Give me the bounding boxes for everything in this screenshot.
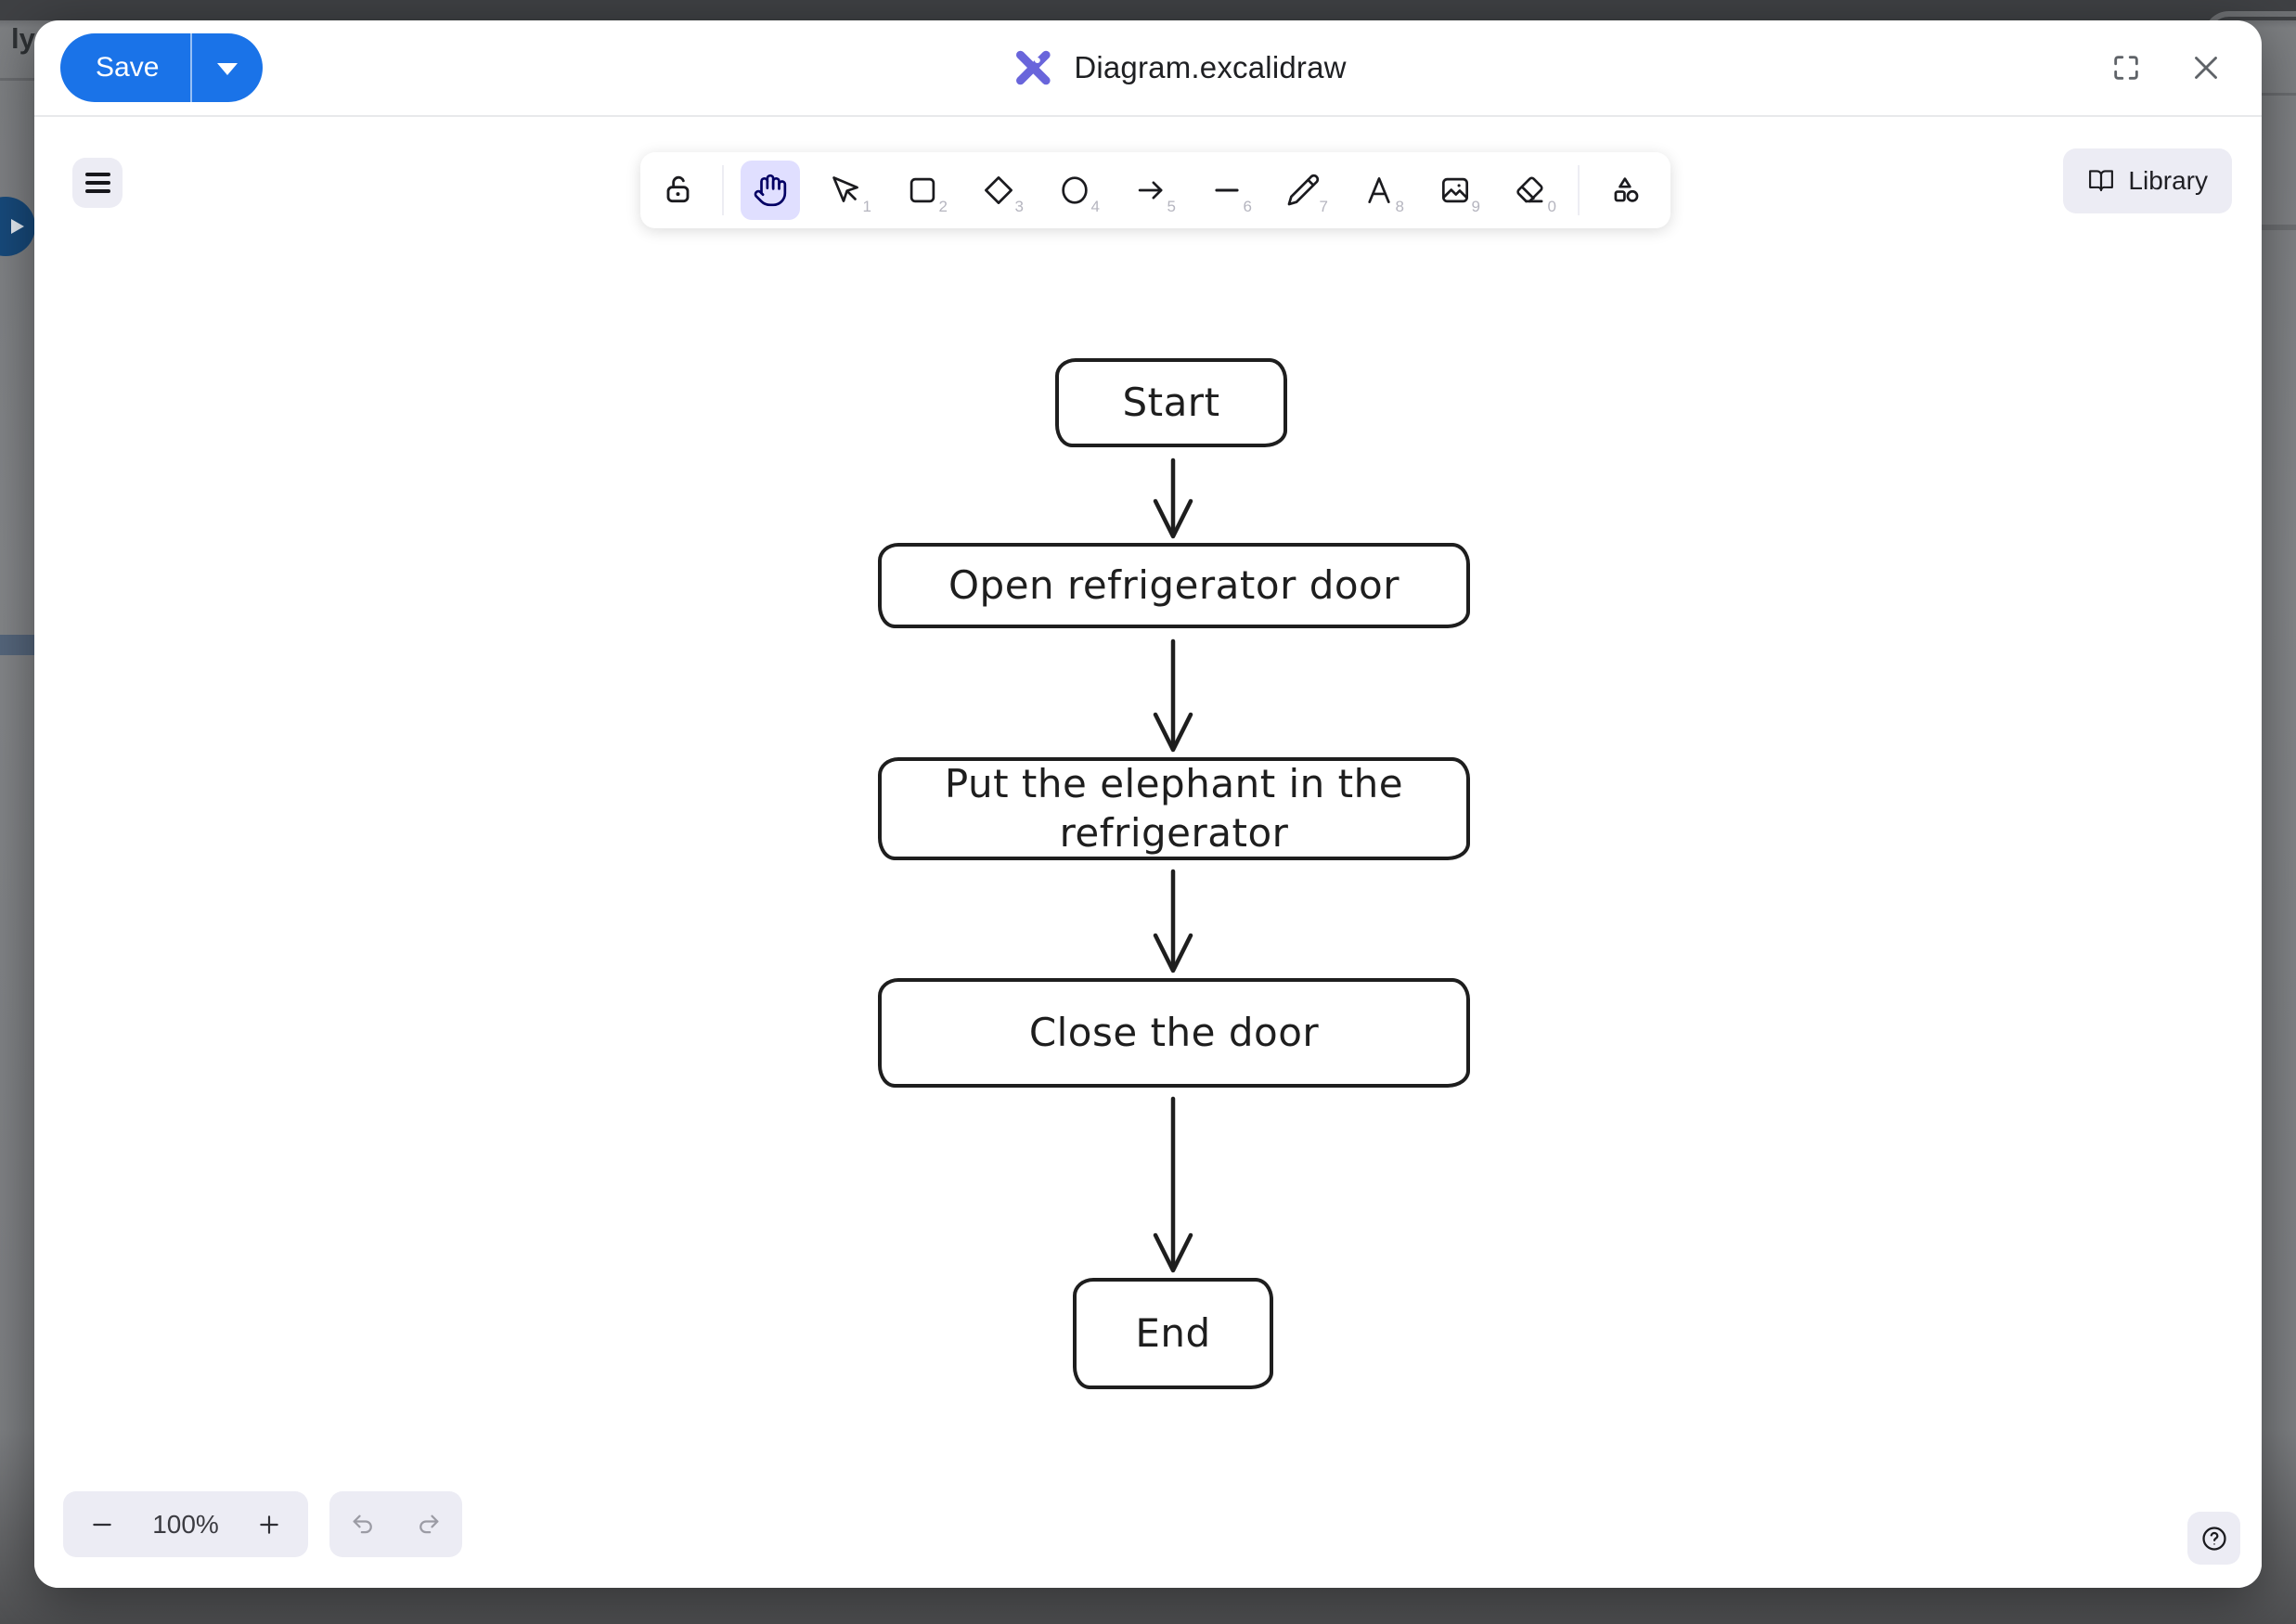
book-icon <box>2089 170 2114 192</box>
zoom-control: 100% <box>63 1491 308 1557</box>
tool-text[interactable]: 8 <box>1349 161 1409 220</box>
flow-node-start[interactable]: Start <box>1055 358 1287 447</box>
undo-redo-control <box>329 1491 462 1557</box>
menu-icon <box>84 173 110 176</box>
image-icon <box>1441 177 1469 203</box>
excalidraw-logo-icon <box>1016 50 1051 85</box>
tool-shortcut: 1 <box>862 198 871 215</box>
line-icon <box>1215 188 1239 192</box>
caret-down-icon <box>217 63 239 76</box>
background-band-fragment <box>0 635 37 655</box>
shapes-icon <box>1614 177 1639 202</box>
flow-node-close-door[interactable]: Close the door <box>878 978 1470 1088</box>
tool-image[interactable]: 9 <box>1425 161 1485 220</box>
excalidraw-editor-modal: Save Diagram.excalidraw <box>34 20 2262 1588</box>
tool-eraser[interactable]: 0 <box>1502 161 1561 220</box>
unlock-icon <box>666 175 690 203</box>
arrow-icon <box>1138 181 1163 200</box>
hand-icon <box>754 174 787 207</box>
background-chevron-fragment <box>11 219 24 234</box>
document-title: Diagram.excalidraw <box>1074 50 1347 84</box>
flow-node-put-elephant[interactable]: Put the elephant in the refrigerator <box>878 757 1470 860</box>
tool-hand[interactable] <box>741 161 800 220</box>
tool-diamond[interactable]: 3 <box>969 161 1028 220</box>
background-divider-fragment <box>2259 93 2296 96</box>
background-avatar-fragment <box>0 197 35 256</box>
tool-arrow[interactable]: 5 <box>1121 161 1180 220</box>
tool-ellipse[interactable]: 4 <box>1045 161 1104 220</box>
text-icon <box>1368 176 1390 204</box>
fullscreen-button[interactable] <box>2106 47 2147 88</box>
background-top-band <box>0 0 2296 20</box>
tool-rectangle[interactable]: 2 <box>893 161 952 220</box>
flow-arrow[interactable] <box>1153 1096 1193 1273</box>
help-button[interactable] <box>2187 1512 2240 1565</box>
tool-lock[interactable] <box>653 161 705 220</box>
fullscreen-icon <box>2114 56 2138 80</box>
ellipse-icon <box>1062 176 1088 204</box>
tool-shortcut: 4 <box>1090 198 1100 215</box>
mouse-pointer-icon <box>832 176 858 202</box>
tool-more-shapes[interactable] <box>1596 161 1656 220</box>
diamond-icon <box>985 176 1013 204</box>
tool-line[interactable]: 6 <box>1197 161 1257 220</box>
zoom-in-button[interactable] <box>230 1491 308 1557</box>
flow-node-label: Put the elephant in the refrigerator <box>944 761 1404 856</box>
tool-shortcut: 9 <box>1471 198 1480 215</box>
flow-arrow[interactable] <box>1153 638 1193 753</box>
toolbar-divider <box>1578 165 1580 215</box>
undo-icon <box>353 1514 372 1533</box>
rectangle-icon <box>909 177 935 203</box>
flow-arrow[interactable] <box>1153 869 1193 973</box>
flow-node-open-door[interactable]: Open refrigerator door <box>878 543 1470 628</box>
plus-icon <box>260 1514 278 1534</box>
save-button[interactable]: Save <box>60 33 191 102</box>
tool-shortcut: 6 <box>1243 198 1252 215</box>
minus-icon <box>93 1523 111 1526</box>
header-actions <box>2106 47 2226 88</box>
menu-icon-bar <box>84 189 110 193</box>
modal-header: Save Diagram.excalidraw <box>34 20 2262 117</box>
help-icon <box>2201 1526 2226 1551</box>
menu-icon-bar <box>84 181 110 185</box>
library-label: Library <box>2128 166 2208 195</box>
close-button[interactable] <box>2186 47 2226 88</box>
undo-button[interactable] <box>329 1491 395 1557</box>
tool-shortcut: 5 <box>1167 198 1176 215</box>
zoom-level[interactable]: 100% <box>152 1509 219 1539</box>
document-title-group: Diagram.excalidraw <box>1014 49 1346 86</box>
tool-shortcut: 7 <box>1319 198 1328 215</box>
toolbar-divider <box>722 165 724 215</box>
tool-shortcut: 2 <box>938 198 948 215</box>
zoom-out-button[interactable] <box>63 1491 141 1557</box>
flow-node-label: Close the door <box>1028 1009 1320 1055</box>
flow-node-label: End <box>1135 1309 1211 1356</box>
tool-shortcut: 0 <box>1547 198 1556 215</box>
tool-shortcut: 8 <box>1395 198 1404 215</box>
eraser-icon <box>1516 176 1543 203</box>
flow-node-label: Open refrigerator door <box>948 561 1400 608</box>
save-options-button[interactable] <box>190 33 264 102</box>
save-split-button: Save <box>60 33 264 102</box>
redo-icon <box>419 1514 438 1533</box>
library-button[interactable]: Library <box>2063 148 2232 213</box>
close-icon <box>2195 57 2217 79</box>
tool-selection[interactable]: 1 <box>817 161 876 220</box>
flow-node-end[interactable]: End <box>1073 1278 1273 1389</box>
drawing-canvas[interactable]: 1 2 3 4 <box>34 117 2262 1588</box>
redo-button[interactable] <box>395 1491 461 1557</box>
tool-shortcut: 3 <box>1014 198 1024 215</box>
tool-draw[interactable]: 7 <box>1273 161 1333 220</box>
main-menu-button[interactable] <box>72 158 123 208</box>
pencil-icon <box>1287 174 1320 206</box>
tool-island: 1 2 3 4 <box>640 152 1670 228</box>
flow-arrow[interactable] <box>1153 458 1193 539</box>
background-divider-fragment <box>0 78 37 81</box>
flow-node-label: Start <box>1122 379 1220 425</box>
